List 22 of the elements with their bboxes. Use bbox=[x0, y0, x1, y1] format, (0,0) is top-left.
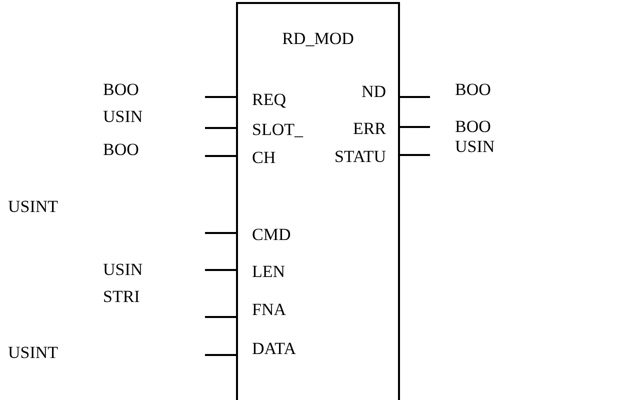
data-type-label: USIN bbox=[455, 136, 495, 158]
data-type-label: USINT bbox=[8, 196, 58, 218]
pin-name: REQ bbox=[252, 89, 286, 111]
data-type-label: BOO bbox=[103, 79, 139, 101]
block-title: RD_MOD bbox=[281, 28, 355, 50]
pin-name: SLOT_ bbox=[252, 119, 303, 141]
data-type-label: USIN bbox=[103, 259, 143, 281]
pin-name: DATA bbox=[252, 338, 296, 360]
pin-name: ND bbox=[361, 81, 386, 103]
pin-name: STATU bbox=[334, 146, 386, 168]
data-type-label: BOO bbox=[103, 139, 139, 161]
data-type-label: BOO bbox=[455, 79, 491, 101]
data-type-label: BOO bbox=[455, 116, 491, 138]
pin-name: FNA bbox=[252, 299, 286, 321]
pin-name: CMD bbox=[252, 224, 291, 246]
pin-name: LEN bbox=[252, 261, 286, 283]
pin-name: ERR bbox=[352, 118, 386, 140]
function-block bbox=[236, 2, 400, 400]
data-type-label: USINT bbox=[8, 342, 58, 364]
pin-name: CH bbox=[252, 147, 276, 169]
data-type-label: STRI bbox=[103, 286, 140, 308]
data-type-label: USIN bbox=[103, 106, 143, 128]
